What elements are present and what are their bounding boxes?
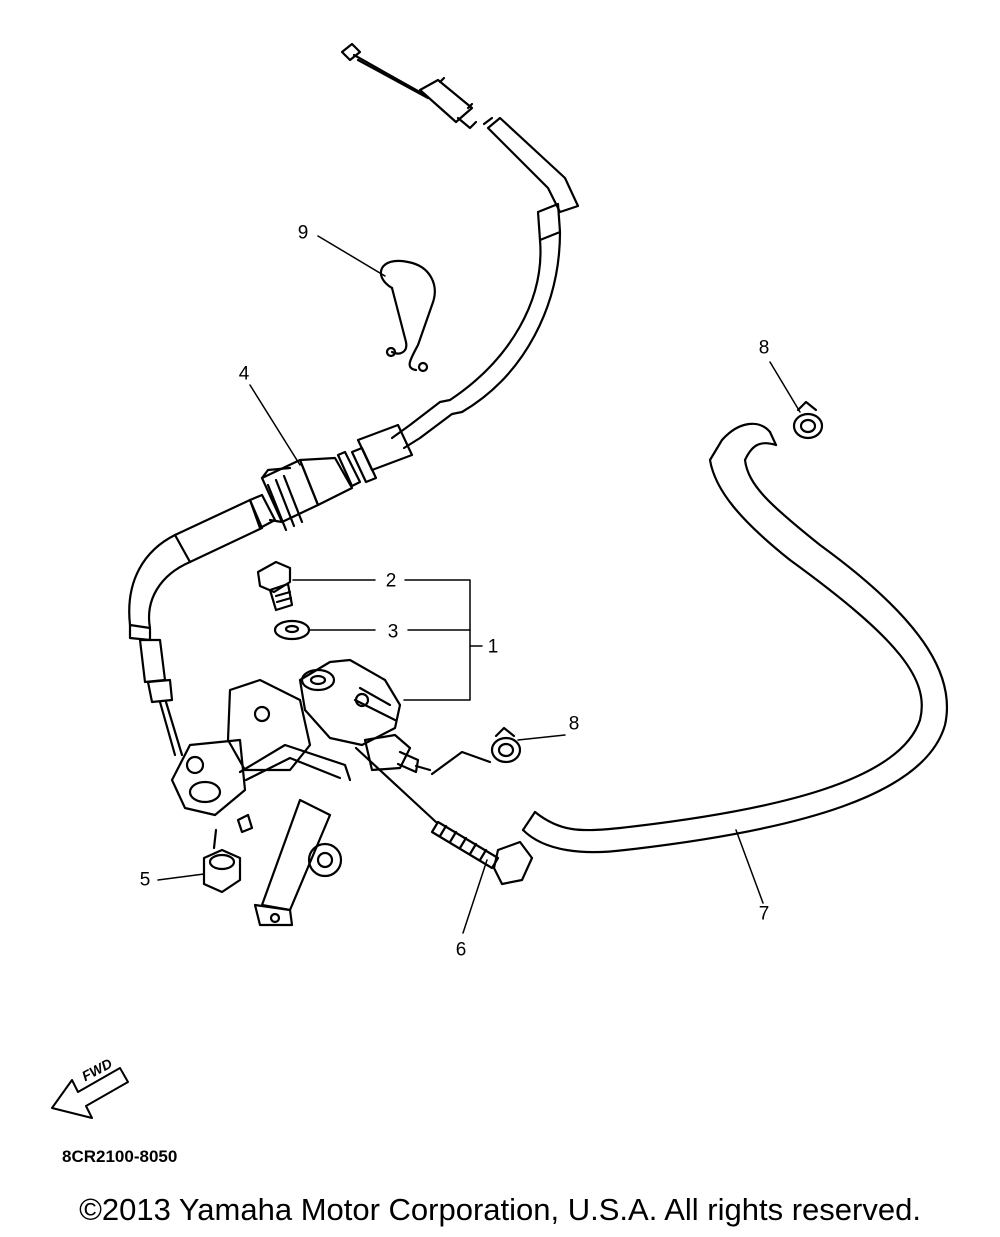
fwd-arrow [51, 1067, 129, 1119]
diagram-code: 8CR2100-8050 [62, 1147, 178, 1166]
screw [354, 746, 534, 886]
copyright-notice: ©2013 Yamaha Motor Corporation, U.S.A. A… [79, 1192, 921, 1227]
callout-4: 4 [238, 363, 250, 385]
callout-8-lower: 8 [568, 713, 580, 735]
cable-clip [379, 259, 436, 373]
callout-8-upper: 8 [758, 337, 770, 359]
hose-clip-upper [792, 400, 824, 440]
callout-2: 2 [385, 570, 397, 592]
callout-3: 3 [387, 621, 399, 643]
oil-hose [521, 422, 949, 854]
bolt [256, 560, 294, 612]
callout-1: 1 [487, 636, 499, 658]
callout-5: 5 [139, 869, 151, 891]
oil-pump-cable [128, 42, 580, 775]
leader-lines [157, 235, 801, 934]
hose-clip-lower [490, 726, 522, 764]
callout-7: 7 [758, 903, 770, 925]
oil-pump-assembly [170, 658, 492, 927]
nut [202, 828, 242, 894]
washer [273, 619, 311, 641]
callout-6: 6 [455, 939, 467, 961]
callout-9: 9 [297, 222, 309, 244]
